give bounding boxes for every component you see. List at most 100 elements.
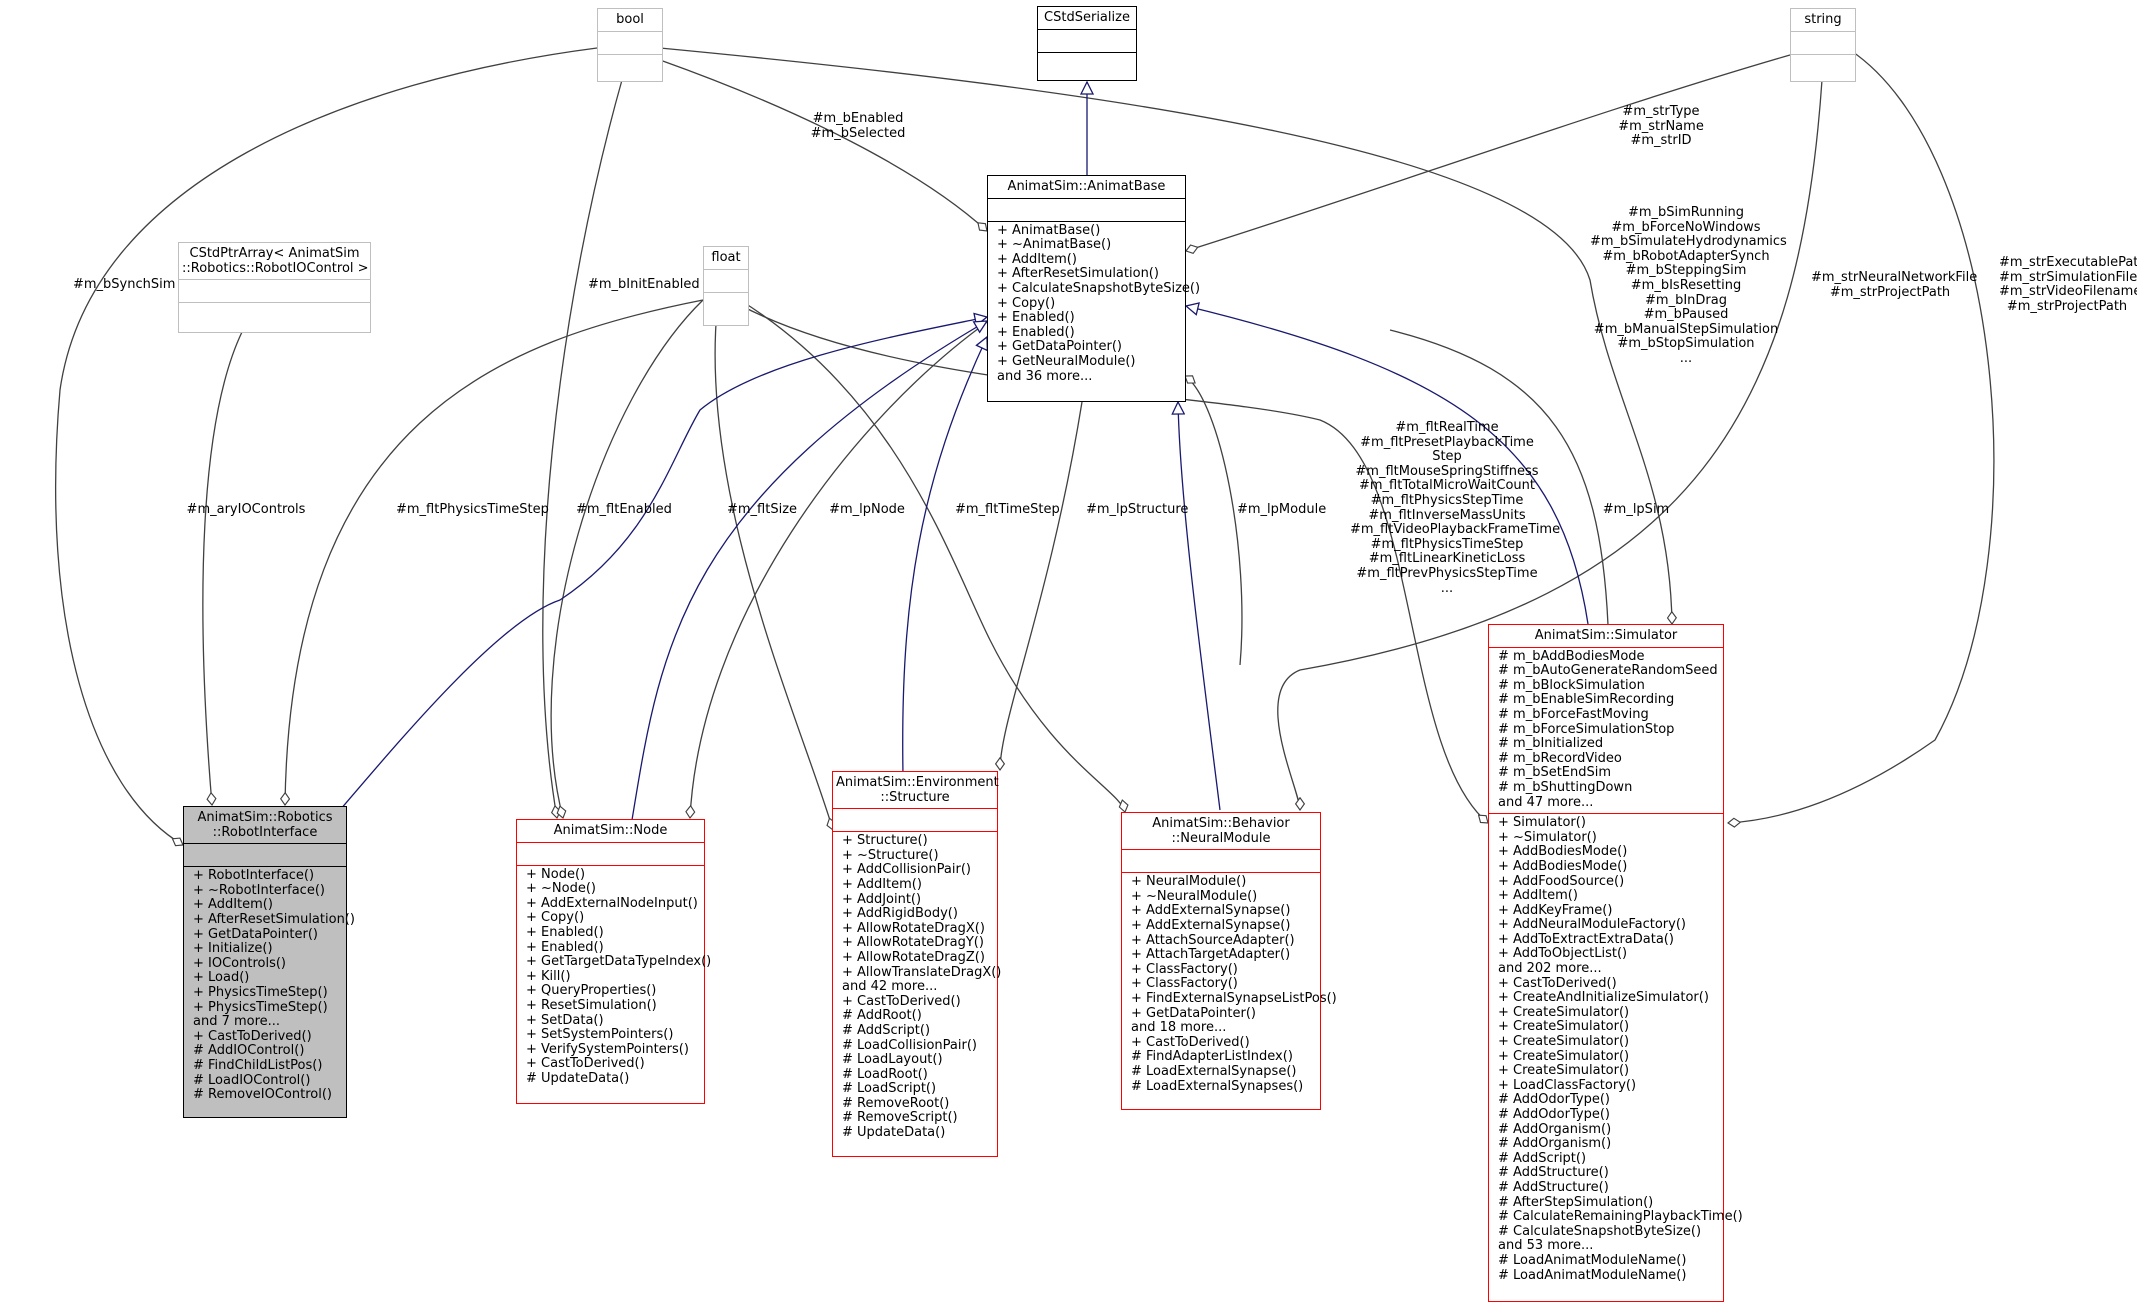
class-title-line: ::Structure <box>880 789 950 805</box>
method-item: + AddToExtractExtraData() <box>1498 931 1674 947</box>
attribute-item: # m_bShuttingDown <box>1498 779 1633 795</box>
edge-label-line: #m_fltTimeStep <box>955 502 1060 517</box>
method-item: # LoadAnimatModuleName() <box>1498 1252 1687 1268</box>
method-item: + AfterResetSimulation() <box>997 266 1159 282</box>
method-item: + AddExternalSynapse() <box>1131 903 1291 919</box>
methods-section <box>704 291 748 315</box>
method-item: + ClassFactory() <box>1131 961 1238 977</box>
edge-label-line: #m_lpStructure <box>1086 502 1189 517</box>
edge-label: #m_fltPhysicsTimeStep <box>396 502 549 518</box>
method-item: # AddOdorType() <box>1498 1092 1610 1108</box>
edge-label: #m_strType #m_strName #m_strID <box>1616 104 1706 149</box>
edge-string-simulator <box>1728 49 1995 823</box>
method-item: + Structure() <box>842 833 928 849</box>
class-animatbase[interactable]: AnimatSim::AnimatBase + AnimatBase() + ~… <box>987 175 1200 402</box>
method-item: + AddFoodSource() <box>1498 873 1625 889</box>
edge-label-line: #m_strExecutablePath <box>1999 255 2137 270</box>
method-item: + GetNeuralModule() <box>997 353 1136 369</box>
method-item: and 36 more... <box>997 368 1093 384</box>
method-item: + AfterResetSimulation() <box>193 911 355 927</box>
method-item: + AttachTargetAdapter() <box>1131 947 1291 963</box>
edge-label-line: #m_bInitEnabled <box>588 277 700 292</box>
class-string[interactable]: string <box>1790 8 1856 82</box>
class-structure[interactable]: AnimatSim::Environment ::Structure + Str… <box>832 771 1001 1157</box>
attributes-section <box>184 843 346 866</box>
attributes-section <box>1791 30 1855 54</box>
method-item: # AddScript() <box>842 1022 931 1038</box>
method-item: # AddRoot() <box>842 1008 922 1024</box>
edge-float-structure <box>714 309 833 830</box>
method-item: + ~NeuralModule() <box>1131 888 1258 904</box>
class-title-line: AnimatSim::Environment <box>836 775 999 790</box>
method-item: + ~Node() <box>526 881 596 897</box>
method-item: + ResetSimulation() <box>526 997 657 1013</box>
edge-label-line: #m_fltPrevPhysicsStepTime <box>1356 565 1538 581</box>
edge-label-line: #m_fltEnabled <box>576 502 672 517</box>
method-item: # CalculateRemainingPlaybackTime() <box>1498 1209 1743 1225</box>
method-item: # LoadScript() <box>842 1081 937 1097</box>
class-node[interactable]: AnimatSim::Node + Node() + ~Node() + Add… <box>516 819 711 1104</box>
method-item: # AddStructure() <box>1498 1165 1609 1181</box>
method-item: # LoadIOControl() <box>193 1072 311 1088</box>
class-title-line: string <box>1804 12 1842 27</box>
attribute-item: # m_bInitialized <box>1498 736 1604 752</box>
class-title-line: ::NeuralModule <box>1171 830 1271 846</box>
edge-label-line: #m_strNeuralNetworkFile <box>1811 270 1978 285</box>
edge-animatbase-structure <box>1000 401 1083 770</box>
edge-label-line: #m_strID <box>1630 133 1692 149</box>
class-cstdserialize[interactable]: CStdSerialize <box>1037 6 1137 81</box>
edge-label-line: #m_strProjectPath <box>1829 284 1951 300</box>
method-item: and 42 more... <box>842 979 938 995</box>
edge-label: #m_bSimRunning #m_bForceNoWindows #m_bSi… <box>1590 205 1787 367</box>
method-item: + CreateSimulator() <box>1498 1063 1630 1079</box>
class-bool[interactable]: bool <box>597 8 663 82</box>
class-float[interactable]: float <box>703 246 749 326</box>
edge-float-simulator <box>739 304 1488 823</box>
class-title-line: bool <box>616 12 644 27</box>
class-cstdptrarray[interactable]: CStdPtrArray< AnimatSim ::Robotics::Robo… <box>178 242 371 333</box>
edge-float-node <box>550 299 704 818</box>
method-item: + GetDataPointer() <box>193 926 318 942</box>
attribute-item: # m_bSetEndSim <box>1498 765 1612 781</box>
class-robotinterface[interactable]: AnimatSim::Robotics ::RobotInterface + R… <box>183 806 355 1118</box>
class-title-line: AnimatSim::Behavior <box>1152 816 1290 831</box>
method-item: + QueryProperties() <box>526 983 657 999</box>
edge-label: #m_bSynchSim <box>73 277 175 293</box>
method-item: # RemoveScript() <box>842 1110 958 1126</box>
class-simulator[interactable]: AnimatSim::Simulator # m_bAddBodiesMode … <box>1488 624 1743 1302</box>
method-item: + ~RobotInterface() <box>193 882 325 898</box>
method-item: + Copy() <box>526 910 585 926</box>
edge-label-line: #m_strName <box>1618 118 1704 134</box>
method-item: + AddCollisionPair() <box>842 862 971 878</box>
edge-label-line: #m_fltPhysicsTimeStep <box>396 502 549 517</box>
class-neuralmodule[interactable]: AnimatSim::Behavior ::NeuralModule + Neu… <box>1121 812 1337 1110</box>
method-item: # RemoveIOControl() <box>193 1087 332 1103</box>
edge-label-line: #m_bStopSimulation <box>1617 336 1755 352</box>
method-item: + LoadClassFactory() <box>1498 1077 1637 1093</box>
class-title-line: float <box>711 250 741 265</box>
edge-float-neuralmodule <box>739 299 1125 812</box>
edge-label: #m_strNeuralNetworkFile #m_strProjectPat… <box>1811 270 1978 300</box>
edge-label-line: #m_bRobotAdapterSynch <box>1602 248 1770 264</box>
attributes-section <box>179 279 370 302</box>
method-item: + AddItem() <box>1498 888 1578 904</box>
method-item: + CreateSimulator() <box>1498 1034 1630 1050</box>
edge-label-line: Step <box>1432 449 1462 465</box>
edge-ptrarray-robotinterface <box>202 331 243 805</box>
attributes-section <box>517 841 704 865</box>
method-item: + AddRigidBody() <box>842 906 958 922</box>
edge-label-line: #m_bEnabled <box>812 111 904 126</box>
method-item: # AddStructure() <box>1498 1179 1609 1195</box>
inherit-robotinterface-animatbase <box>339 317 987 811</box>
inherit-simulator-animatbase <box>1186 306 1589 625</box>
edge-label-line: #m_lpSim <box>1602 502 1670 517</box>
edge-label: #m_fltSize <box>727 502 797 518</box>
edge-label-line: #m_fltPhysicsTimeStep <box>1370 536 1524 552</box>
edge-label-line: #m_fltRealTime <box>1395 420 1499 435</box>
attributes-section <box>988 197 1185 221</box>
method-item: # AddOrganism() <box>1498 1121 1612 1137</box>
edge-label-line: #m_fltTotalMicroWaitCount <box>1359 478 1535 494</box>
method-item: + Initialize() <box>193 941 273 957</box>
method-item: + AddExternalSynapse() <box>1131 917 1291 933</box>
